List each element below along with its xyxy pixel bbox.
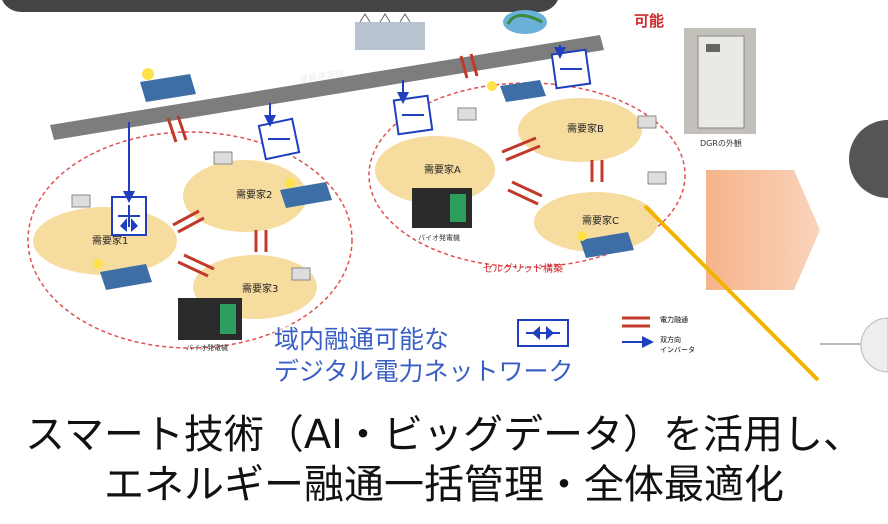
cell-grid-label: セルグリッド構築 xyxy=(483,262,563,275)
overlay-note: 域内融通可能な デジタル電力ネットワーク xyxy=(274,324,574,388)
power-plant-icon xyxy=(503,10,547,34)
consumer-a-area xyxy=(375,136,495,204)
digital-router-icon xyxy=(257,117,301,161)
consumer-1-label: 需要家1 xyxy=(92,234,128,247)
side-circle-decoration xyxy=(849,120,888,198)
consumer-2-area xyxy=(183,160,307,232)
title-bar xyxy=(0,0,560,12)
battery-icon xyxy=(71,107,667,281)
highlight-pointer-line xyxy=(643,204,820,382)
legend: 電力融通 双方向 インバータ xyxy=(517,315,695,354)
digital-router-icon xyxy=(111,196,147,236)
consumer-c-label: 需要家C xyxy=(582,214,619,227)
power-flow-arrows xyxy=(166,53,604,278)
bio-generator-icon xyxy=(178,188,472,340)
process-arrow xyxy=(706,170,820,290)
overlay-note-line2: デジタル電力ネットワーク xyxy=(274,357,574,386)
transmission-tower-icon xyxy=(355,13,425,50)
consumer-3-label: 需要家3 xyxy=(242,282,278,295)
left-microgrid-boundary xyxy=(27,131,353,349)
consumer-2-label: 需要家2 xyxy=(236,188,272,201)
headline-line2: エネルギー融通一括管理・全体最適化 xyxy=(104,462,784,508)
dgr-photo xyxy=(684,28,756,134)
headline: スマート技術（AI・ビッグデータ）を活用し、 エネルギー融通一括管理・全体最適化 xyxy=(0,410,888,510)
consumer-b-area xyxy=(518,98,642,162)
overlay-note-line1: 域内融通可能な xyxy=(274,325,450,354)
consumer-a-label: 需要家A xyxy=(424,163,461,176)
legend-inverter-1: 双方向 xyxy=(660,335,681,344)
bio-generator-label: バイオ発電機 xyxy=(418,233,460,242)
possible-label: 可能 xyxy=(634,12,665,30)
solar-panel-icon xyxy=(93,68,634,290)
headline-line1: スマート技術（AI・ビッグデータ）を活用し、 xyxy=(25,412,863,458)
side-circle-decoration xyxy=(860,317,888,373)
digital-router-icon xyxy=(392,94,434,136)
consumer-b-label: 需要家B xyxy=(567,122,604,135)
photo-caption: DGRの外観 xyxy=(700,139,742,148)
bio-generator-label: バイオ発電機 xyxy=(186,343,228,352)
digital-router-icon xyxy=(550,48,592,90)
legend-power-flow: 電力融通 xyxy=(660,315,688,324)
legend-inverter-2: インバータ xyxy=(660,345,695,354)
